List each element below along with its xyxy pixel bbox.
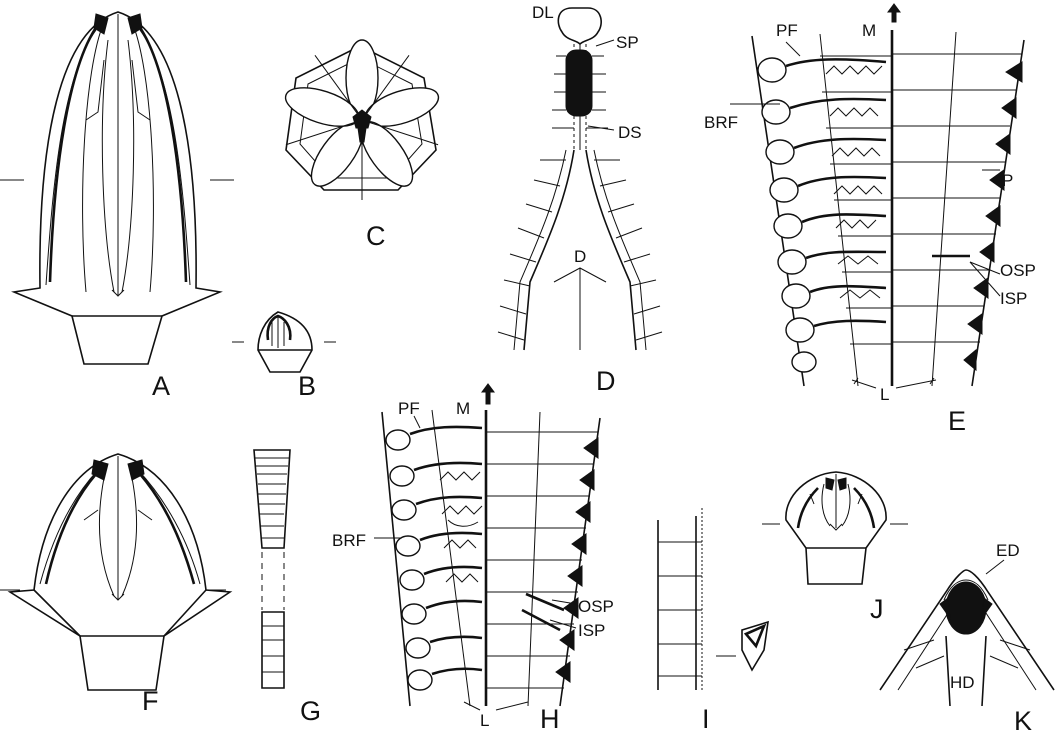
e-label-brf: BRF	[704, 113, 738, 132]
e-label-osp: OSP	[1000, 261, 1036, 280]
panel-c-drawing	[281, 40, 443, 200]
d-label-ds: DS	[618, 123, 642, 142]
panel-j-label: J	[870, 594, 884, 624]
d-label-sp: SP	[616, 33, 639, 52]
panel-h-drawing	[374, 384, 600, 710]
panel-d-drawing	[498, 8, 662, 350]
panel-j-drawing	[762, 472, 908, 584]
panel-b-drawing	[232, 312, 336, 372]
panel-a-drawing	[0, 12, 234, 364]
panel-h-label: H	[540, 704, 560, 734]
e-label-p: P	[1002, 171, 1013, 190]
e-label-pf: PF	[776, 21, 798, 40]
panel-i-label: I	[702, 704, 710, 734]
panel-g-label: G	[300, 696, 321, 726]
h-label-isp: ISP	[578, 621, 605, 640]
panel-f-drawing	[0, 454, 230, 690]
h-label-m: M	[456, 399, 470, 418]
e-label-m: M	[862, 21, 876, 40]
panel-g-drawing	[254, 450, 290, 688]
d-label-dl: DL	[532, 3, 554, 22]
e-label-l: L	[880, 385, 889, 404]
panel-c-label: C	[366, 221, 386, 251]
panel-a-label: A	[152, 371, 170, 401]
panel-e-label: E	[948, 406, 966, 436]
panel-i-drawing	[658, 508, 768, 690]
k-label-hd: HD	[950, 673, 975, 692]
panel-d-label: D	[596, 366, 616, 396]
h-label-l: L	[480, 711, 489, 730]
panel-b-label: B	[298, 371, 316, 401]
d-label-d: D	[574, 247, 586, 266]
e-label-isp: ISP	[1000, 289, 1027, 308]
h-label-osp: OSP	[578, 597, 614, 616]
h-label-brf: BRF	[332, 531, 366, 550]
k-label-ed: ED	[996, 541, 1020, 560]
panel-e-drawing	[730, 4, 1024, 388]
panel-k-label: K	[1014, 706, 1032, 736]
panel-f-label: F	[142, 686, 159, 716]
h-label-pf: PF	[398, 399, 420, 418]
